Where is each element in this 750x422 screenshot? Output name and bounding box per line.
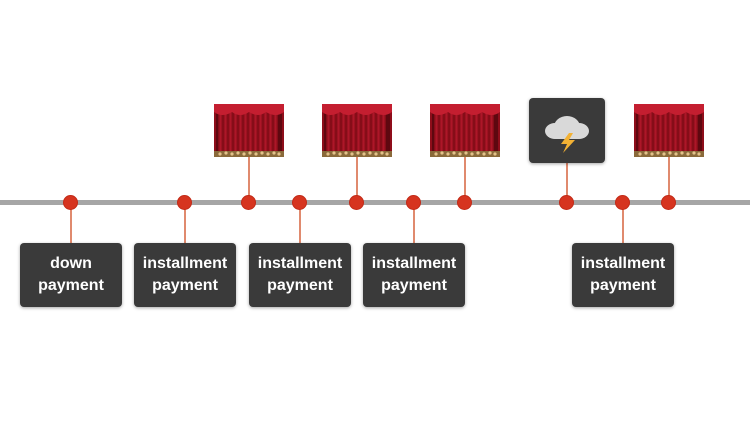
payment-marker: [178, 196, 191, 209]
payment-marker: [616, 196, 629, 209]
payment-label: installment payment: [257, 255, 343, 294]
payment-card-installment: installment payment: [249, 243, 351, 307]
event-stem: [248, 157, 250, 203]
payment-stem: [299, 203, 301, 243]
theater-curtain-icon: [634, 104, 704, 157]
payment-marker: [407, 196, 420, 209]
event-stem: [566, 163, 568, 203]
payment-stem: [622, 203, 624, 243]
event-marker: [560, 196, 573, 209]
event-marker: [350, 196, 363, 209]
timeline-axis: [0, 200, 750, 205]
payment-marker: [293, 196, 306, 209]
theater-curtain-icon: [430, 104, 500, 157]
event-stem: [356, 157, 358, 203]
event-marker: [458, 196, 471, 209]
storm-cloud-icon: [545, 115, 589, 153]
payment-card-installment: installment payment: [363, 243, 465, 307]
event-marker: [242, 196, 255, 209]
payment-card-installment: installment payment: [134, 243, 236, 307]
theater-curtain-icon: [214, 104, 284, 157]
theater-curtain-icon: [322, 104, 392, 157]
payment-card-down: down payment: [20, 243, 122, 307]
payment-marker: [64, 196, 77, 209]
payment-label: installment payment: [142, 255, 228, 294]
payment-label: installment payment: [371, 255, 457, 294]
event-stem: [464, 157, 466, 203]
payment-stem: [184, 203, 186, 243]
payment-label: installment payment: [580, 255, 666, 294]
payment-card-installment: installment payment: [572, 243, 674, 307]
event-marker: [662, 196, 675, 209]
event-stem: [668, 157, 670, 203]
payment-label: down payment: [38, 255, 104, 294]
payment-stem: [413, 203, 415, 243]
payment-stem: [70, 203, 72, 243]
storm-event-card: [529, 98, 605, 163]
